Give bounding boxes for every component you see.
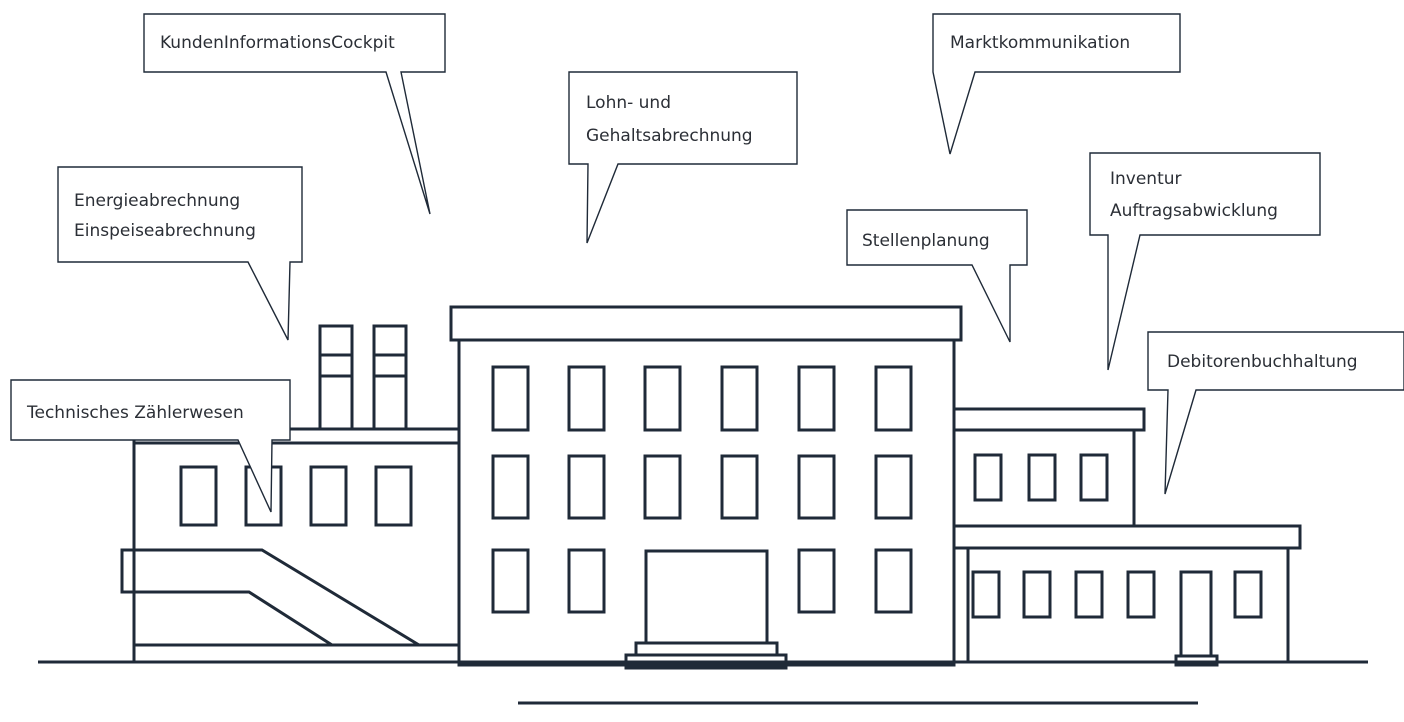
callout-kundeninformationscockpit: KundenInformationsCockpit <box>143 13 446 215</box>
callout-label: Energieabrechnung <box>74 191 240 211</box>
callout-debitorenbuchhaltung: Debitorenbuchhaltung <box>1147 331 1404 495</box>
exterior-stairs <box>120 548 459 647</box>
left-annex-building <box>132 427 461 664</box>
callout-label: Stellenplanung <box>862 231 990 251</box>
callout-label: Technisches Zählerwesen <box>26 403 244 423</box>
callout-label: Gehaltsabrechnung <box>586 126 753 146</box>
chimneys <box>318 324 408 431</box>
callout-lohn-gehalt: Lohn- und Gehaltsabrechnung <box>568 71 798 244</box>
right-upper-annex <box>952 407 1146 528</box>
callout-inventur-auftragsabwicklung: Inventur Auftragsabwicklung <box>1089 152 1321 371</box>
right-lower-annex <box>952 524 1302 667</box>
callout-label: Debitorenbuchhaltung <box>1167 352 1358 372</box>
callout-marktkommunikation: Marktkommunikation <box>932 13 1181 155</box>
callout-label: Einspeiseabrechnung <box>74 221 256 241</box>
callout-technisches-zaehlerwesen: Technisches Zählerwesen <box>10 379 291 513</box>
main-building <box>449 305 963 667</box>
callout-label: Auftragsabwicklung <box>1110 201 1278 221</box>
callout-label: KundenInformationsCockpit <box>160 33 395 53</box>
main-entrance <box>624 549 788 670</box>
callout-label: Marktkommunikation <box>950 33 1130 53</box>
callout-energieabrechnung: Energieabrechnung Einspeiseabrechnung <box>57 166 303 341</box>
callout-label: Inventur <box>1110 169 1182 189</box>
callout-label: Lohn- und <box>586 93 671 113</box>
callout-stellenplanung: Stellenplanung <box>846 209 1028 343</box>
